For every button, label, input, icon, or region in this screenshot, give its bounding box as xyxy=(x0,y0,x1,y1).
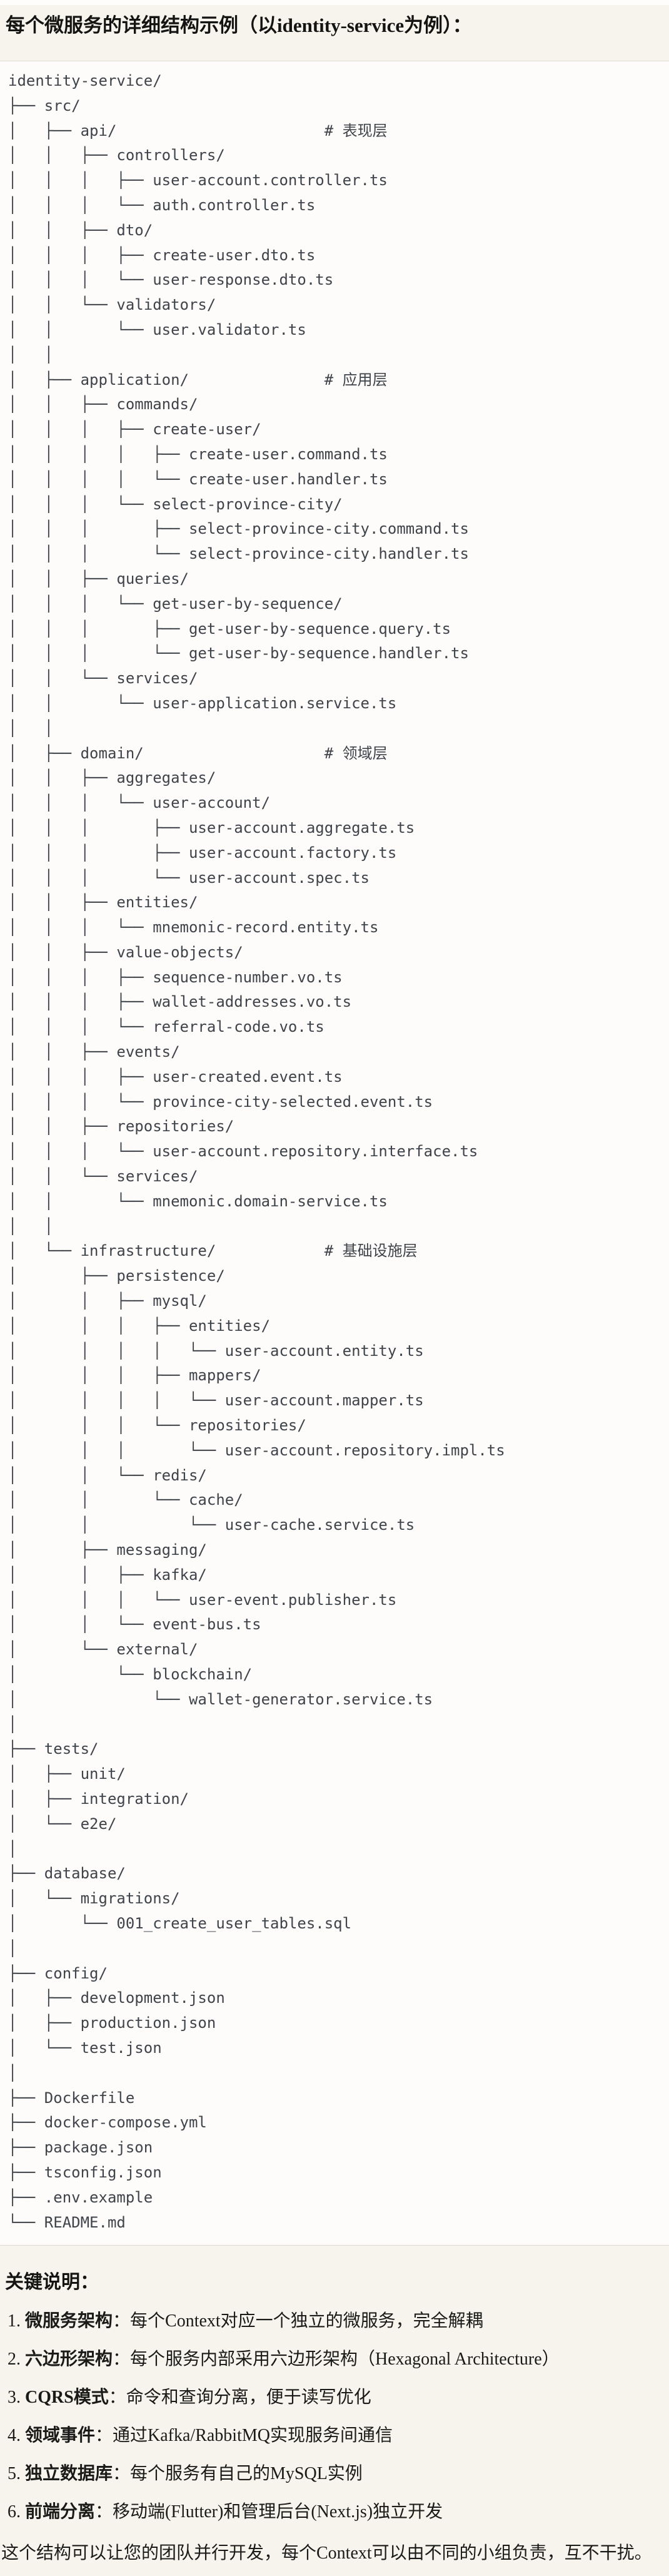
window-top-strip xyxy=(0,0,669,5)
key-notes-heading: 关键说明： xyxy=(5,2272,99,2293)
list-item-number: 1. xyxy=(8,2311,21,2331)
key-notes-list: 1.微服务架构：每个Context对应一个独立的微服务，完全解耦 2.六边形架构… xyxy=(0,2311,669,2523)
list-item: 5.独立数据库：每个服务有自己的MySQL实例 xyxy=(8,2463,669,2485)
list-item: 1.微服务架构：每个Context对应一个独立的微服务，完全解耦 xyxy=(8,2311,669,2332)
list-item-number: 2. xyxy=(8,2349,21,2370)
list-item-desc: ：移动端(Flutter)和管理后台(Next.js)独立开发 xyxy=(95,2502,443,2522)
list-item-number: 4. xyxy=(8,2426,21,2446)
key-notes-section: 关键说明： 1.微服务架构：每个Context对应一个独立的微服务，完全解耦 2… xyxy=(0,2269,669,2564)
list-item-term: 领域事件 xyxy=(25,2426,96,2446)
list-item: 6.前端分离：移动端(Flutter)和管理后台(Next.js)独立开发 xyxy=(8,2502,669,2523)
list-item-number: 5. xyxy=(8,2464,21,2484)
page-title: 每个微服务的详细结构示例（以identity-service为例）： xyxy=(6,11,664,40)
page-title-text: 每个微服务的详细结构示例（以identity-service为例）： xyxy=(6,14,472,36)
list-item-desc: ：命令和查询分离，便于读写优化 xyxy=(108,2388,371,2408)
directory-tree-code-block: identity-service/ ├── src/ │ ├── api/ # … xyxy=(0,61,669,2246)
list-item-term: CQRS模式 xyxy=(25,2388,109,2408)
list-item-desc: ：每个服务内部采用六边形架构（Hexagonal Architecture） xyxy=(113,2349,560,2370)
list-item-number: 3. xyxy=(8,2388,21,2408)
list-item-term: 前端分离 xyxy=(25,2502,96,2522)
list-item-desc: ：每个Context对应一个独立的微服务，完全解耦 xyxy=(113,2311,483,2331)
list-item-term: 六边形架构 xyxy=(25,2349,113,2370)
list-item-term: 独立数据库 xyxy=(25,2464,113,2484)
list-item-number: 6. xyxy=(8,2502,21,2522)
list-item-term: 微服务架构 xyxy=(25,2311,113,2331)
closing-paragraph: 这个结构可以让您的团队并行开发，每个Context可以由不同的小组负责，互不干扰… xyxy=(1,2543,652,2563)
list-item: 4.领域事件：通过Kafka/RabbitMQ实现服务间通信 xyxy=(8,2425,669,2446)
list-item-desc: ：每个服务有自己的MySQL实例 xyxy=(113,2464,363,2484)
list-item: 3.CQRS模式：命令和查询分离，便于读写优化 xyxy=(8,2387,669,2408)
list-item: 2.六边形架构：每个服务内部采用六边形架构（Hexagonal Architec… xyxy=(8,2349,669,2370)
list-item-desc: ：通过Kafka/RabbitMQ实现服务间通信 xyxy=(95,2426,393,2446)
